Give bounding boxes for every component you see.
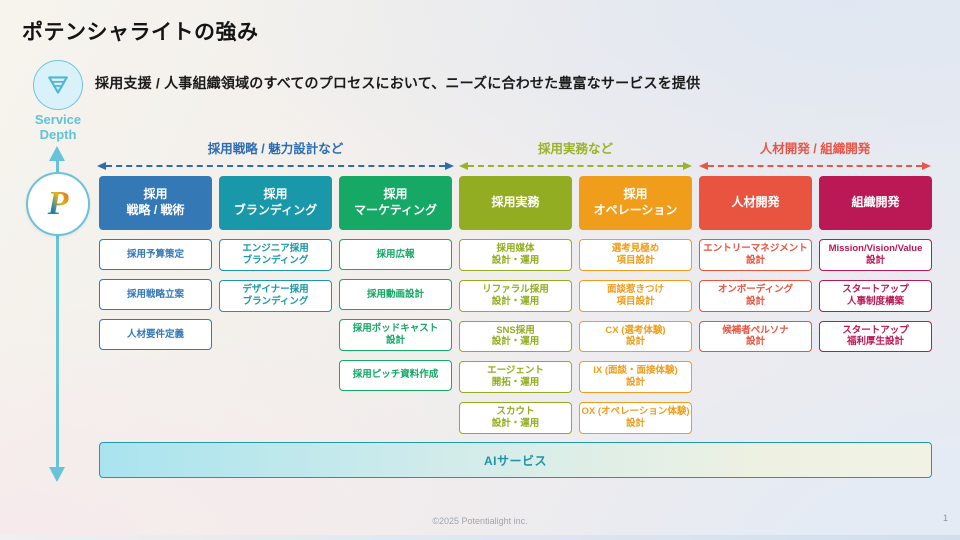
copyright: ©2025 Potentialight inc.: [432, 516, 528, 526]
service-item: 採用ポッドキャスト 設計: [339, 319, 452, 351]
service-item: エントリーマネジメント 設計: [699, 239, 812, 271]
svg-text:P: P: [47, 185, 69, 222]
logo-p-icon: P: [47, 185, 69, 222]
category-label: 採用実務など: [537, 142, 613, 156]
double-arrow-icon: [459, 162, 692, 170]
service-item: 採用ピッチ資料作成: [339, 359, 452, 391]
service-column: 人材開発エントリーマネジメント 設計オンボーディング 設計候補者ペルソナ 設計: [699, 176, 812, 434]
potentialight-logo: P: [26, 172, 90, 236]
category-hr-org-development: 人材開発 / 組織開発: [699, 138, 931, 170]
service-item: エージェント 開拓・運用: [459, 361, 572, 393]
service-item: 候補者ペルソナ 設計: [699, 320, 812, 353]
service-grid: 採用 戦略 / 戦術採用予算策定採用戦略立案人材要件定義採用 ブランディングエン…: [99, 176, 932, 434]
ai-service-bar: AIサービス: [99, 442, 932, 478]
service-item: OX (オペレーション体験) 設計: [579, 402, 692, 434]
service-item: デザイナー採用 ブランディング: [219, 279, 332, 312]
service-item: SNS採用 設計・運用: [459, 320, 572, 353]
service-column: 採用実務採用媒体 設計・運用リファラル採用 設計・運用 SNS採用 設計・運用エー…: [459, 176, 572, 434]
category-recruit-strategy: 採用戦略 / 魅力設計など: [97, 138, 454, 170]
service-item: スタートアップ 人事制度構築: [819, 279, 932, 312]
service-item: CX (選考体験) 設計: [579, 320, 692, 353]
service-column: 採用 マーケティング採用広報採用動画設計採用ポッドキャスト 設計採用ピッチ資料作…: [339, 176, 452, 434]
service-item: スタートアップ 福利厚生設計: [819, 320, 932, 353]
slide-subtitle: 採用支援 / 人事組織領域のすべてのプロセスにおいて、ニーズに合わせた豊富なサー…: [95, 75, 701, 91]
page-number: 1: [942, 513, 948, 523]
service-column: 組織開発 Mission/Vision/Value 設計スタートアップ 人事制度構…: [819, 176, 932, 434]
double-arrow-icon: [699, 162, 931, 170]
service-item: 採用予算策定: [99, 239, 212, 270]
axis-arrow-up-icon: [49, 146, 65, 161]
vertical-double-arrow: [56, 158, 59, 470]
service-item: エンジニア採用 ブランディング: [219, 239, 332, 271]
bottom-accent-strip: [0, 535, 960, 540]
funnel-icon: [33, 60, 83, 110]
column-header: 採用 オペレーション: [579, 176, 692, 230]
service-item: 人材要件定義: [99, 319, 212, 350]
column-header: 採用実務: [459, 176, 572, 230]
service-item: 採用動画設計: [339, 279, 452, 310]
service-item: 選考見極め 項目設計: [579, 239, 692, 271]
service-column: 採用 戦略 / 戦術採用予算策定採用戦略立案人材要件定義: [99, 176, 212, 434]
service-depth-label: Service Depth: [34, 112, 82, 142]
category-label: 採用戦略 / 魅力設計など: [207, 142, 344, 156]
service-column: 採用 ブランディングエンジニア採用 ブランディングデザイナー採用 ブランディング: [219, 176, 332, 434]
double-arrow-icon: [97, 162, 454, 170]
service-item: 面談惹きつけ 項目設計: [579, 279, 692, 312]
column-header: 組織開発: [819, 176, 932, 230]
service-item: リファラル採用 設計・運用: [459, 279, 572, 312]
category-recruit-operations: 採用実務など: [459, 138, 692, 170]
service-item: IX (面談・面接体験) 設計: [579, 361, 692, 393]
ai-service-label: AIサービス: [483, 453, 547, 468]
category-label: 人材開発 / 組織開発: [759, 142, 871, 156]
service-item: Mission/Vision/Value 設計: [819, 239, 932, 271]
service-item: 採用広報: [339, 239, 452, 270]
column-header: 採用 マーケティング: [339, 176, 452, 230]
funnel-glyph: [48, 76, 68, 94]
column-header: 採用 戦略 / 戦術: [99, 176, 212, 230]
service-item: 採用媒体 設計・運用: [459, 239, 572, 271]
page-title: ポテンシャライトの強み: [22, 21, 259, 44]
service-item: 採用戦略立案: [99, 279, 212, 310]
service-item: オンボーディング 設計: [699, 279, 812, 312]
axis-arrow-down-icon: [49, 467, 65, 482]
service-column: 採用 オペレーション選考見極め 項目設計面談惹きつけ 項目設計 CX (選考体験)…: [579, 176, 692, 434]
column-header: 人材開発: [699, 176, 812, 230]
column-header: 採用 ブランディング: [219, 176, 332, 230]
service-item: スカウト 設計・運用: [459, 402, 572, 434]
